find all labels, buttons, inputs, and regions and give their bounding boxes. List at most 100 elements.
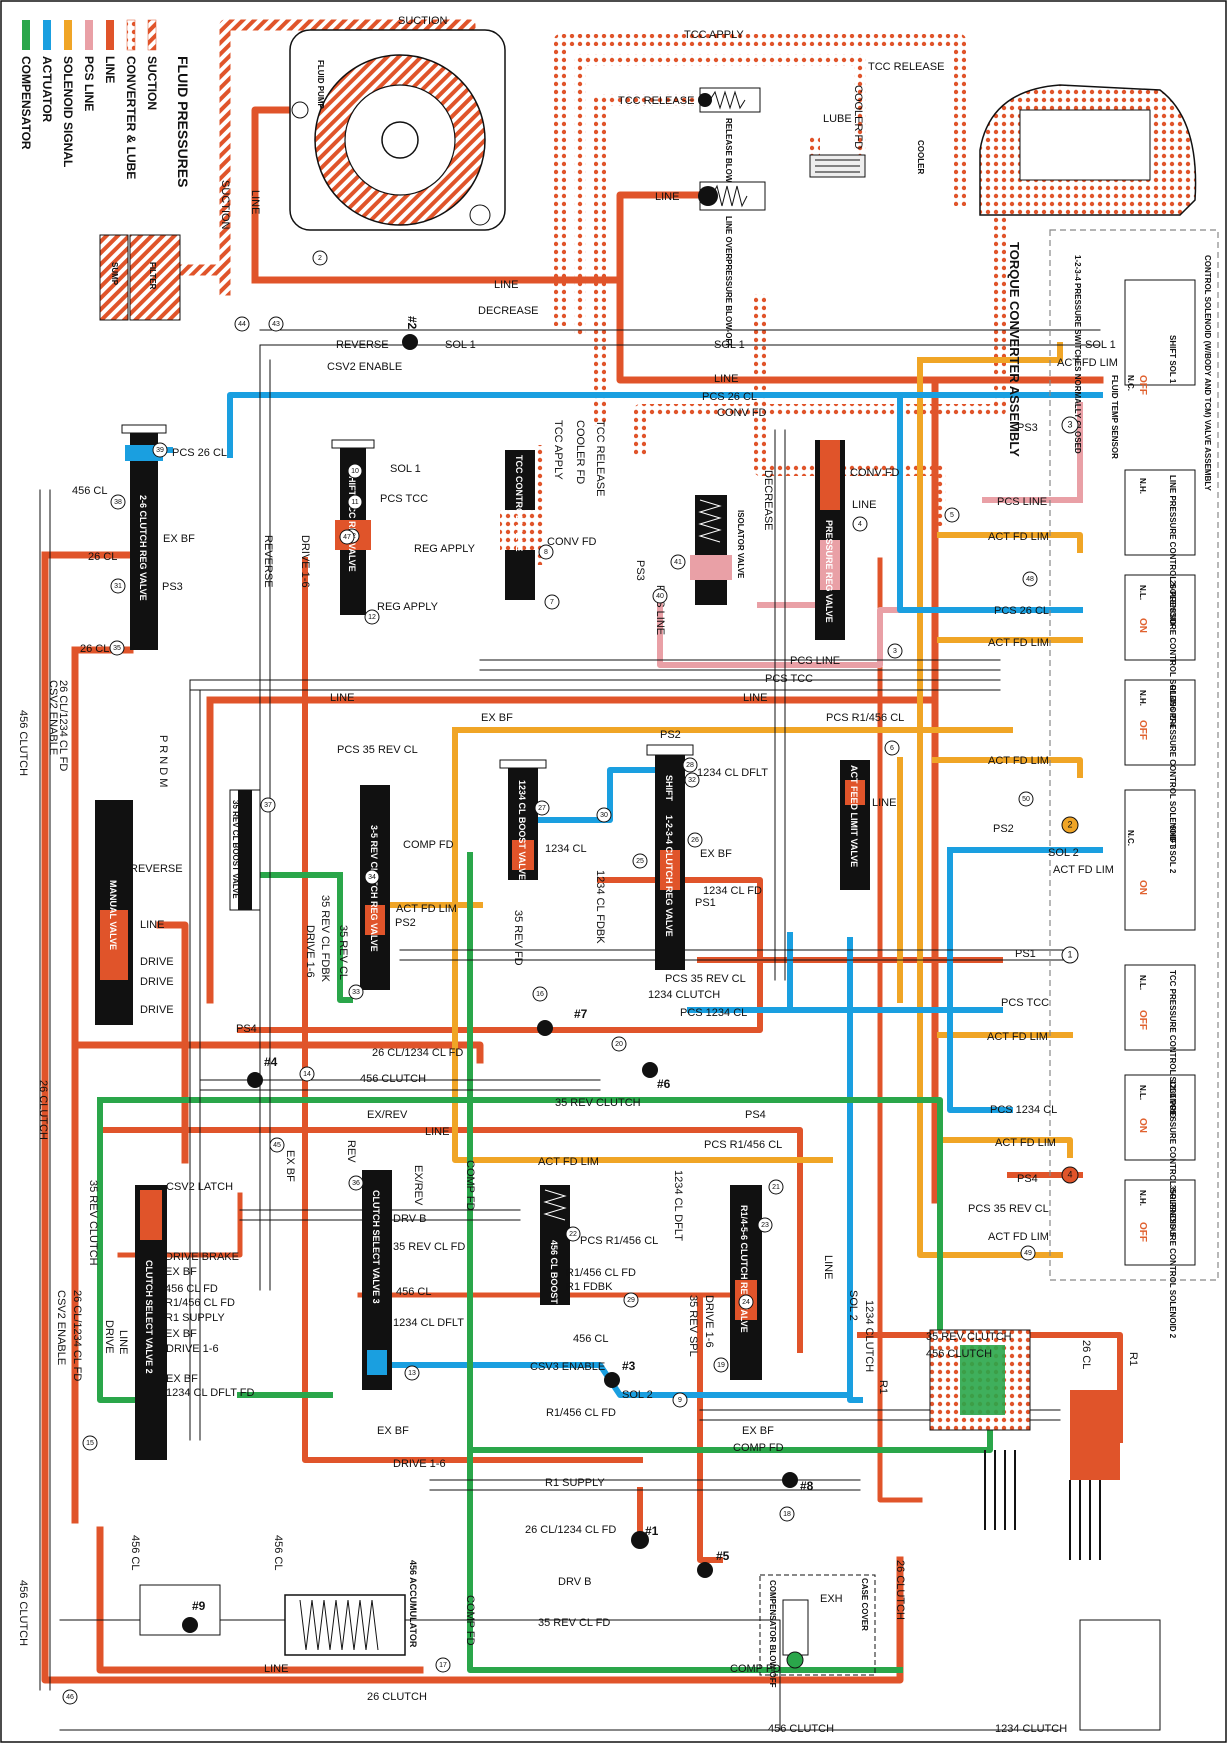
- svg-text:TCC RELEASE: TCC RELEASE: [618, 95, 694, 107]
- orifice-label: 10: [351, 468, 359, 475]
- svg-text:LINE: LINE: [264, 1663, 288, 1675]
- orifice-27: [534, 800, 550, 816]
- orifice-label: 17: [439, 1662, 447, 1669]
- svg-text:TCC APPLY: TCC APPLY: [684, 29, 744, 41]
- svg-text:456 CL: 456 CL: [272, 1535, 284, 1570]
- valve-pressure-reg: PRESSURE REG VALVE: [815, 440, 845, 640]
- svg-text:PCS 26 CL: PCS 26 CL: [702, 391, 757, 403]
- svg-text:#8: #8: [800, 1479, 814, 1493]
- svg-text:PCS 1234 CL: PCS 1234 CL: [680, 1007, 747, 1019]
- svg-text:PCS TCC: PCS TCC: [1001, 997, 1049, 1009]
- legend-item-pcs-line: PCS LINE: [82, 56, 96, 111]
- svg-text:LUBE: LUBE: [823, 113, 852, 125]
- valve-act-feed-limit: ACT FEED LIMIT VALVE: [840, 760, 870, 890]
- svg-text:LINE: LINE: [743, 692, 767, 704]
- svg-text:4: 4: [1067, 1169, 1072, 1179]
- svg-text:COOLER FD: COOLER FD: [852, 85, 864, 149]
- orifice-28: [682, 757, 698, 773]
- svg-text:DRV B: DRV B: [393, 1213, 426, 1225]
- svg-text:LINE: LINE: [425, 1126, 449, 1138]
- svg-text:PCS 35 REV CL: PCS 35 REV CL: [968, 1203, 1049, 1215]
- svg-text:SUCTION: SUCTION: [219, 180, 231, 230]
- legend-item-suction: SUCTION: [145, 56, 159, 110]
- orifice-14: [299, 1066, 315, 1082]
- channel-drive16: [302, 557, 643, 1463]
- svg-text:#1: #1: [645, 1524, 659, 1538]
- svg-text:CONV FD: CONV FD: [717, 407, 767, 419]
- orifice-label: 35: [113, 645, 121, 652]
- solenoid-assembly-border: [1049, 229, 1219, 1281]
- svg-text:26 CLUTCH: 26 CLUTCH: [894, 1560, 906, 1620]
- svg-text:35 REV FD: 35 REV FD: [512, 910, 524, 966]
- svg-text:456 CLUTCH: 456 CLUTCH: [17, 710, 29, 776]
- svg-text:R1: R1: [1127, 1352, 1139, 1366]
- svg-text:#2: #2: [405, 316, 419, 330]
- orifice-label: 38: [114, 499, 122, 506]
- valve-35rev-boost: 35 REV CL BOOST VALVE: [229, 789, 261, 911]
- channel-pcs26cl: [227, 392, 1103, 458]
- orifice-35: [109, 640, 125, 656]
- legend-item-converter-lube: CONVERTER & LUBE: [124, 56, 138, 179]
- svg-text:PCS R1/456 CL: PCS R1/456 CL: [826, 712, 904, 724]
- svg-text:COMP FD: COMP FD: [733, 1442, 784, 1454]
- svg-text:SOL 1: SOL 1: [714, 339, 745, 351]
- svg-text:26 CL: 26 CL: [80, 643, 109, 655]
- orifice-25: [632, 853, 648, 869]
- orifice-46: [62, 1689, 78, 1705]
- channel-35rev-spl: [697, 1297, 723, 1563]
- svg-text:PS4: PS4: [236, 1023, 257, 1035]
- orifice-30: [596, 807, 612, 823]
- svg-text:ACT FD LIM: ACT FD LIM: [396, 903, 457, 915]
- svg-text:EX BF: EX BF: [481, 712, 513, 724]
- svg-text:1-2-3-4 CLUTCH REG VALVE: 1-2-3-4 CLUTCH REG VALVE: [664, 815, 674, 937]
- orifice-label: 50: [1022, 796, 1030, 803]
- svg-text:1234 CL DFLT: 1234 CL DFLT: [393, 1317, 464, 1329]
- line-overpressure-blowoff: LINE OVERPRESSURE BLOW-OFF: [698, 181, 766, 348]
- valve-clutch-select-3: CLUTCH SELECT VALVE 3: [362, 1170, 392, 1390]
- svg-text:PS3: PS3: [634, 560, 646, 581]
- svg-text:35 REV CLUTCH: 35 REV CLUTCH: [87, 1180, 99, 1266]
- orifice-13: [404, 1365, 420, 1381]
- svg-text:EX BF: EX BF: [166, 1373, 198, 1385]
- channel-decrease: [754, 294, 946, 526]
- orifice-label: 13: [408, 1370, 416, 1377]
- svg-text:ACT FEED LIMIT VALVE: ACT FEED LIMIT VALVE: [849, 765, 859, 867]
- orifice-label: 47: [343, 534, 351, 541]
- orifice-label: 48: [1026, 576, 1034, 583]
- svg-text:DRIVE 1-6: DRIVE 1-6: [304, 925, 316, 978]
- svg-text:35 REV SPL: 35 REV SPL: [687, 1295, 699, 1357]
- svg-text:456 CL BOOST VALVE: 456 CL BOOST VALVE: [549, 1240, 559, 1335]
- channel-sol2-vert: [847, 937, 863, 1403]
- orifice-8: [538, 544, 554, 560]
- orifice-19: [713, 1357, 729, 1373]
- svg-text:3: 3: [1067, 419, 1072, 429]
- orifice-label: 7: [550, 599, 554, 606]
- svg-text:CASE COVER: CASE COVER: [860, 1578, 869, 1631]
- channel-suction-pump: [179, 149, 231, 276]
- orifice-50: [1018, 791, 1034, 807]
- orifice-47: [339, 529, 355, 545]
- solenoid-1234-state: ON: [1137, 1118, 1148, 1133]
- channel-line-main: [616, 276, 1104, 384]
- solenoid-35r-pcs: 35R PRESSURE CONTROL SOLENOID 2: [1168, 1185, 1177, 1339]
- orifice-43: [268, 316, 284, 332]
- svg-text:456 CLUTCH: 456 CLUTCH: [768, 1723, 834, 1735]
- orifice-label: 25: [636, 858, 644, 865]
- svg-text:DRIVE: DRIVE: [140, 1004, 174, 1016]
- orifice-label: 12: [368, 614, 376, 621]
- svg-text:EX BF: EX BF: [377, 1425, 409, 1437]
- orifice-31: [110, 578, 126, 594]
- svg-text:ACT FD LIM: ACT FD LIM: [995, 1137, 1056, 1149]
- svg-text:DRIVE: DRIVE: [140, 956, 174, 968]
- svg-text:2-6 CLUTCH REG VALVE: 2-6 CLUTCH REG VALVE: [138, 495, 148, 601]
- solenoid-tcc-state: OFF: [1137, 1010, 1148, 1030]
- solenoid-bodies: [1124, 279, 1196, 1266]
- svg-text:EX BF: EX BF: [165, 1328, 197, 1340]
- svg-text:1234 CL DFLT: 1234 CL DFLT: [672, 1170, 684, 1241]
- svg-text:TCC RELEASE: TCC RELEASE: [594, 420, 606, 496]
- orifice-label: 43: [272, 321, 280, 328]
- orifice-38: [110, 494, 126, 510]
- svg-text:LINE: LINE: [655, 191, 679, 203]
- channel-act-fd-lim-low: [452, 727, 833, 1163]
